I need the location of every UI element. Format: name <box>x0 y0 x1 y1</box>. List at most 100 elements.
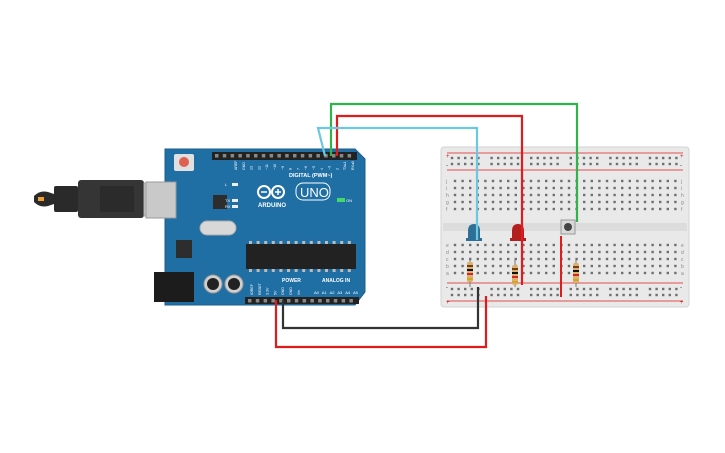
breadboard-hole[interactable] <box>469 243 472 247</box>
breadboard-hole[interactable] <box>514 250 517 254</box>
breadboard-hole[interactable] <box>537 193 540 197</box>
breadboard-hole[interactable] <box>560 193 563 197</box>
breadboard-hole[interactable] <box>659 179 662 183</box>
rail-hole[interactable] <box>629 156 632 160</box>
digital-pin[interactable] <box>222 154 227 158</box>
breadboard-hole[interactable] <box>552 257 555 261</box>
rail-hole[interactable] <box>596 293 599 297</box>
rail-hole[interactable] <box>662 156 665 160</box>
breadboard-hole[interactable] <box>545 264 548 268</box>
breadboard-hole[interactable] <box>628 257 631 261</box>
breadboard-hole[interactable] <box>529 186 533 190</box>
breadboard-hole[interactable] <box>590 264 593 268</box>
rail-hole[interactable] <box>464 156 467 160</box>
breadboard-hole[interactable] <box>598 207 601 211</box>
breadboard-hole[interactable] <box>522 243 525 247</box>
power-analog-pin[interactable] <box>248 299 252 303</box>
breadboard-hole[interactable] <box>491 207 495 211</box>
breadboard-hole[interactable] <box>507 257 510 261</box>
rail-hole[interactable] <box>543 287 546 291</box>
breadboard-hole[interactable] <box>628 243 631 247</box>
breadboard-hole[interactable] <box>469 250 472 254</box>
breadboard-hole[interactable] <box>537 264 540 268</box>
power-analog-pin[interactable] <box>310 299 314 303</box>
breadboard-hole[interactable] <box>613 193 616 197</box>
digital-header[interactable] <box>212 152 357 160</box>
breadboard-hole[interactable] <box>643 264 647 268</box>
breadboard-hole[interactable] <box>643 179 647 183</box>
breadboard-hole[interactable] <box>469 200 472 204</box>
breadboard-hole[interactable] <box>621 250 624 254</box>
breadboard-hole[interactable] <box>605 179 609 183</box>
breadboard-hole[interactable] <box>491 200 495 204</box>
breadboard-hole[interactable] <box>590 186 593 190</box>
breadboard-hole[interactable] <box>590 193 593 197</box>
breadboard-hole[interactable] <box>522 207 525 211</box>
rail-hole[interactable] <box>450 156 454 160</box>
breadboard-hole[interactable] <box>636 264 639 268</box>
breadboard-hole[interactable] <box>476 250 479 254</box>
breadboard-hole[interactable] <box>560 200 563 204</box>
breadboard-hole[interactable] <box>575 257 578 261</box>
breadboard-hole[interactable] <box>484 179 487 183</box>
rail-hole[interactable] <box>549 287 553 291</box>
breadboard-hole[interactable] <box>643 200 647 204</box>
rail-hole[interactable] <box>536 156 539 160</box>
breadboard-hole[interactable] <box>461 200 464 204</box>
breadboard-hole[interactable] <box>461 186 464 190</box>
breadboard-hole[interactable] <box>461 257 464 261</box>
wire-cyan[interactable] <box>316 126 479 240</box>
breadboard-hole[interactable] <box>529 257 533 261</box>
digital-pin[interactable] <box>230 154 235 158</box>
breadboard-hole[interactable] <box>461 207 464 211</box>
rail-hole[interactable] <box>536 287 539 291</box>
breadboard-hole[interactable] <box>514 186 517 190</box>
breadboard-hole[interactable] <box>545 186 548 190</box>
rail-hole[interactable] <box>536 162 539 166</box>
breadboard-hole[interactable] <box>552 243 555 247</box>
breadboard-hole[interactable] <box>666 200 669 204</box>
breadboard-hole[interactable] <box>461 193 464 197</box>
breadboard-hole[interactable] <box>590 271 593 275</box>
breadboard-hole[interactable] <box>651 179 654 183</box>
rail-hole[interactable] <box>490 162 493 166</box>
breadboard-hole[interactable] <box>659 186 662 190</box>
rail-hole[interactable] <box>457 156 460 160</box>
breadboard-hole[interactable] <box>491 193 495 197</box>
breadboard-hole[interactable] <box>651 271 654 275</box>
rail-hole[interactable] <box>450 293 454 297</box>
breadboard-hole[interactable] <box>590 200 593 204</box>
breadboard-hole[interactable] <box>613 207 616 211</box>
rail-hole[interactable] <box>549 162 553 166</box>
breadboard-hole[interactable] <box>537 271 540 275</box>
breadboard-hole[interactable] <box>522 264 525 268</box>
breadboard-hole[interactable] <box>499 179 502 183</box>
push-button-cap[interactable] <box>564 223 572 231</box>
breadboard-hole[interactable] <box>476 257 479 261</box>
breadboard-hole[interactable] <box>522 193 525 197</box>
breadboard-hole[interactable] <box>666 207 669 211</box>
breadboard-hole[interactable] <box>659 257 662 261</box>
breadboard-hole[interactable] <box>590 250 593 254</box>
breadboard-hole[interactable] <box>636 193 639 197</box>
rail-hole[interactable] <box>530 293 533 297</box>
breadboard-hole[interactable] <box>507 193 510 197</box>
breadboard-hole[interactable] <box>621 257 624 261</box>
breadboard-hole[interactable] <box>491 250 495 254</box>
rail-hole[interactable] <box>655 162 658 166</box>
breadboard-hole[interactable] <box>651 207 654 211</box>
breadboard-hole[interactable] <box>560 207 563 211</box>
rail-hole[interactable] <box>569 162 572 166</box>
rail-hole[interactable] <box>668 162 671 166</box>
rail-hole[interactable] <box>596 162 599 166</box>
breadboard-hole[interactable] <box>621 193 624 197</box>
digital-pin[interactable] <box>347 154 352 158</box>
breadboard-hole[interactable] <box>529 207 533 211</box>
breadboard-hole[interactable] <box>590 207 593 211</box>
rail-hole[interactable] <box>655 287 658 291</box>
rail-hole[interactable] <box>629 162 632 166</box>
rail-hole[interactable] <box>457 287 460 291</box>
breadboard-hole[interactable] <box>583 243 586 247</box>
breadboard-hole[interactable] <box>453 243 457 247</box>
breadboard-hole[interactable] <box>598 271 601 275</box>
